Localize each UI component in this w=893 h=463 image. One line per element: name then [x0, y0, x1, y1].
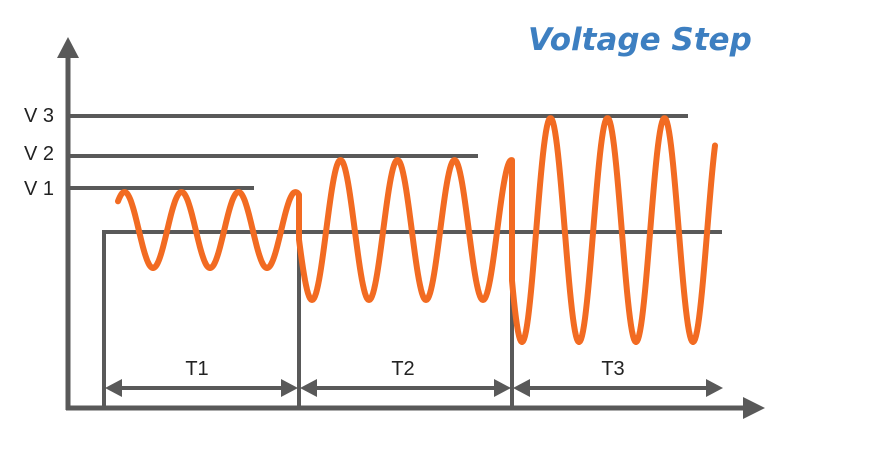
- level-lines: [68, 114, 688, 190]
- axes: [57, 37, 765, 419]
- period-label-t2: T2: [391, 358, 415, 380]
- diagram-title: Voltage Step: [528, 22, 752, 58]
- y-axis-arrow-icon: [57, 37, 79, 58]
- x-axis-arrow-icon: [743, 397, 765, 419]
- arrowhead-right-icon: [494, 379, 511, 397]
- arrowhead-right-icon: [706, 379, 723, 397]
- arrowhead-left-icon: [105, 379, 122, 397]
- level-label-v1: V 1: [24, 178, 55, 200]
- arrowhead-left-icon: [300, 379, 317, 397]
- period-arrows: [105, 379, 723, 397]
- period-label-t3: T3: [601, 358, 625, 380]
- period-label-t1: T1: [185, 358, 209, 380]
- level-label-v2: V 2: [24, 143, 55, 165]
- voltage-waveform: [115, 115, 718, 345]
- level-label-v3: V 3: [24, 105, 55, 127]
- arrowhead-left-icon: [513, 379, 530, 397]
- arrowhead-right-icon: [281, 379, 298, 397]
